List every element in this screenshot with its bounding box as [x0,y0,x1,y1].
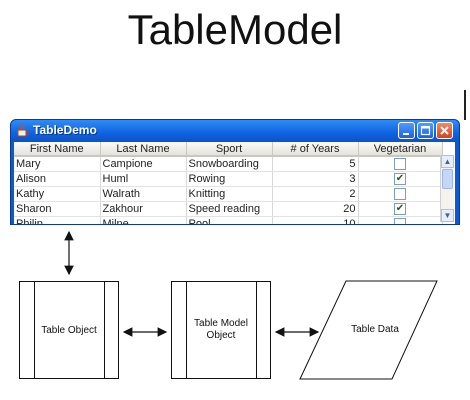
close-icon [440,126,449,135]
cell-last-name[interactable]: Milne [100,216,187,224]
cell-years[interactable]: 2 [272,186,359,202]
table-header-row: First Name Last Name Sport # of Years Ve… [14,142,443,157]
cell-sport[interactable]: Pool [186,216,273,224]
cell-sport[interactable]: Rowing [186,171,273,187]
cell-first-name[interactable]: Philip [14,216,101,224]
cell-last-name[interactable]: Walrath [100,186,187,202]
cell-vegetarian: ✔ [358,171,443,187]
window-titlebar[interactable]: TableDemo [11,120,459,142]
maximize-icon [420,125,431,136]
vegetarian-checkbox[interactable] [394,188,406,201]
table-object-box: Table Object [19,281,119,379]
cell-vegetarian [358,156,443,172]
table-data-label: Table Data [351,324,399,335]
maximize-button[interactable] [417,122,434,139]
column-header-first-name[interactable]: First Name [14,142,101,157]
table-object-label: Table Object [41,325,97,336]
cell-sport[interactable]: Knitting [186,186,273,202]
cell-years[interactable]: 3 [272,171,359,187]
cell-years[interactable]: 20 [272,201,359,217]
java-cup-icon [17,124,29,137]
cell-years[interactable]: 10 [272,216,359,224]
scrollbar-thumb[interactable] [442,169,453,189]
cell-first-name[interactable]: Mary [14,156,101,172]
cell-first-name[interactable]: Kathy [14,186,101,202]
table-model-label-line1: Table Model [194,318,248,329]
vegetarian-checkbox[interactable] [394,218,406,224]
column-header-last-name[interactable]: Last Name [100,142,187,157]
window-title: TableDemo [33,123,97,137]
vegetarian-checkbox[interactable]: ✔ [394,173,406,186]
column-header-sport[interactable]: Sport [186,142,273,157]
cell-sport[interactable]: Snowboarding [186,156,273,172]
minimize-button[interactable] [398,122,415,139]
vertical-scrollbar[interactable]: ▲ ▼ [440,155,454,222]
cell-last-name[interactable]: Huml [100,171,187,187]
table-model-object-label: Table Model Object [172,318,270,342]
cell-last-name[interactable]: Zakhour [100,201,187,217]
table-model-label-line2: Object [206,330,236,341]
table-data-parallelogram [299,280,438,380]
cell-last-name[interactable]: Campione [100,156,187,172]
column-header-years[interactable]: # of Years [272,142,359,157]
edge-mark [464,90,466,120]
scroll-down-icon[interactable]: ▼ [441,209,454,222]
cell-vegetarian [358,186,443,202]
vegetarian-checkbox[interactable]: ✔ [394,203,406,216]
cell-first-name[interactable]: Sharon [14,201,101,217]
vegetarian-checkbox[interactable] [394,158,406,171]
scroll-up-icon[interactable]: ▲ [441,155,454,168]
slide-title: TableModel [127,6,343,53]
cell-sport[interactable]: Speed reading [186,201,273,217]
column-header-vegetarian[interactable]: Vegetarian [358,142,443,157]
table-model-object-box: Table Model Object [171,281,271,379]
tabledemo-window: TableDemo First Name Last Name Sport # o… [10,119,460,225]
cell-first-name[interactable]: Alison [14,171,101,187]
close-button[interactable] [436,122,453,139]
minimize-icon [403,133,409,135]
cell-years[interactable]: 5 [272,156,359,172]
